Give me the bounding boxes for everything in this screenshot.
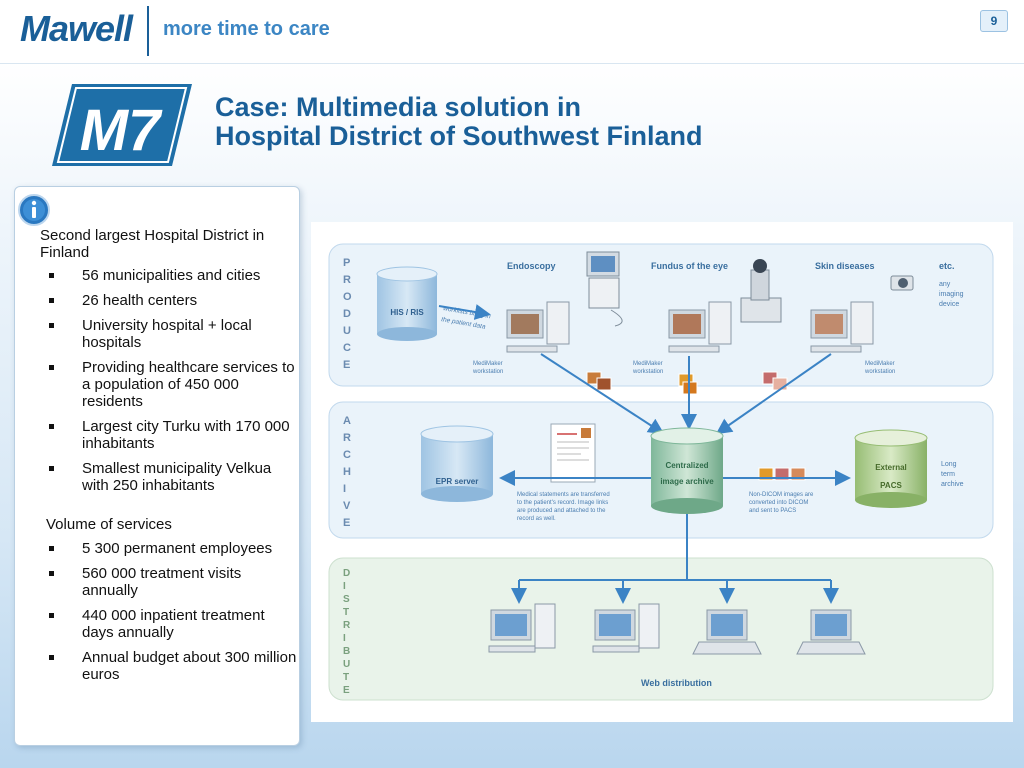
endoscopy-label: Endoscopy	[507, 261, 556, 271]
non-dicom-note: converted into DICOM	[749, 500, 808, 506]
central-archive-icon: Centralized image archive	[650, 427, 724, 514]
archive-letter: C	[343, 449, 351, 461]
archive-letter: A	[343, 415, 351, 427]
list-item: 440 000 inpatient treatment days annuall…	[40, 607, 298, 641]
title-line-1: Case: Multimedia solution in	[215, 92, 582, 122]
camera-icon	[890, 275, 914, 291]
medical-statements-note: record as well.	[517, 516, 556, 522]
web-distribution-label: Web distribution	[641, 678, 712, 688]
client-computer-icon	[488, 603, 556, 653]
volume-section-title: Volume of services	[46, 516, 172, 533]
workstation-icon	[506, 301, 570, 353]
medical-statements-note: are produced and attached to the	[517, 508, 606, 514]
laptop-icon	[692, 609, 762, 655]
distribute-letter: T	[343, 672, 349, 683]
distribute-letter: U	[343, 659, 350, 670]
volume-list: 5 300 permanent employees 560 000 treatm…	[40, 540, 298, 683]
epr-server-label: EPR server	[436, 477, 479, 486]
etc-label: etc.	[939, 261, 955, 271]
m7-label: M7	[80, 98, 163, 163]
title-line-2: Hospital District of Southwest Finland	[215, 121, 703, 151]
produce-letter: U	[343, 325, 351, 337]
distribute-letter: D	[343, 568, 350, 579]
list-item: Annual budget about 300 million euros	[40, 649, 298, 683]
distribute-letter: I	[343, 633, 346, 644]
medical-statements-note: to the patient's record. Image links	[517, 500, 608, 506]
endoscope-device-icon	[586, 251, 623, 327]
epr-server-icon: EPR server	[420, 425, 494, 502]
distribute-letter: T	[343, 607, 349, 618]
list-item: Largest city Turku with 170 000 inhabita…	[40, 418, 298, 452]
produce-letter: R	[343, 274, 351, 286]
fundus-camera-icon	[740, 259, 782, 323]
list-item: 560 000 treatment visits annually	[40, 565, 298, 599]
panel-intro: Second largest Hospital District in Finl…	[40, 227, 265, 261]
list-item: 56 municipalities and cities	[40, 267, 298, 284]
his-ris-database-icon: HIS / RIS	[376, 266, 438, 341]
client-computer-icon	[592, 603, 660, 653]
distribute-letter: B	[343, 646, 350, 657]
diagram-svg: P R O D U C E A R C H I V E D I S T R I …	[328, 243, 994, 701]
panel-text: Second largest Hospital District in Finl…	[40, 227, 298, 691]
any-imaging-line: imaging	[939, 291, 964, 298]
workstation-icon	[668, 301, 732, 353]
archive-letter: I	[343, 483, 346, 495]
header: Mawell more time to care 9	[0, 0, 1024, 64]
list-item: Smallest municipality Velkua with 250 in…	[40, 460, 298, 494]
external-label: External	[875, 463, 907, 472]
long-term-line: Long	[941, 461, 957, 468]
list-item: 26 health centers	[40, 292, 298, 309]
tagline: more time to care	[163, 18, 330, 40]
centralized-label: Centralized	[665, 461, 708, 470]
laptop-icon	[796, 609, 866, 655]
skin-label: Skin diseases	[815, 261, 875, 271]
m7-badge: M7	[52, 84, 192, 166]
distribute-letter: E	[343, 685, 350, 696]
distribution-lines	[511, 514, 839, 604]
workstation-label: MediMaker	[865, 361, 895, 367]
workstation-label: MediMaker	[473, 361, 503, 367]
any-imaging-line: any	[939, 281, 951, 288]
info-panel: Second largest Hospital District in Finl…	[14, 186, 300, 746]
produce-letter: E	[343, 359, 350, 371]
workflow-diagram: P R O D U C E A R C H I V E D I S T R I …	[311, 222, 1013, 722]
medical-statements-note: Medical statements are transferred	[517, 492, 610, 498]
produce-letter: P	[343, 257, 350, 269]
workstation-label: workstation	[632, 369, 663, 375]
workstation-icon	[810, 301, 874, 353]
any-imaging-line: device	[939, 301, 959, 308]
distribute-letter: R	[343, 620, 351, 631]
list-item: Providing healthcare services to a popul…	[40, 359, 298, 410]
non-dicom-note: and sent to PACS	[749, 508, 796, 514]
produce-letter: C	[343, 342, 351, 354]
facts-list: 56 municipalities and cities 26 health c…	[40, 267, 298, 494]
long-term-line: term	[941, 471, 955, 478]
info-icon	[18, 194, 50, 226]
workstation-label: MediMaker	[633, 361, 663, 367]
archive-letter: V	[343, 500, 351, 512]
archive-letter: E	[343, 517, 350, 529]
page-number: 9	[980, 10, 1008, 32]
fundus-label: Fundus of the eye	[651, 261, 728, 271]
external-label: PACS	[880, 481, 902, 490]
medical-document-icon	[550, 423, 596, 483]
archive-letter: R	[343, 432, 351, 444]
distribute-letter: S	[343, 594, 350, 605]
produce-letter: O	[343, 291, 352, 303]
external-pacs-icon: External PACS	[854, 429, 928, 508]
workstation-label: workstation	[864, 369, 895, 375]
list-item: University hospital + local hospitals	[40, 317, 298, 351]
archive-letter: H	[343, 466, 351, 478]
brand-logo: Mawell	[20, 8, 133, 49]
list-item: 5 300 permanent employees	[40, 540, 298, 557]
distribute-letter: I	[343, 581, 346, 592]
centralized-label: image archive	[660, 477, 714, 486]
his-ris-label: HIS / RIS	[390, 308, 424, 317]
page-title: Case: Multimedia solution in Hospital Di…	[215, 93, 703, 151]
long-term-line: archive	[941, 481, 964, 488]
produce-letter: D	[343, 308, 351, 320]
non-dicom-note: Non-DICOM images are	[749, 492, 814, 498]
brand-divider	[147, 6, 149, 56]
workstation-label: workstation	[472, 369, 503, 375]
